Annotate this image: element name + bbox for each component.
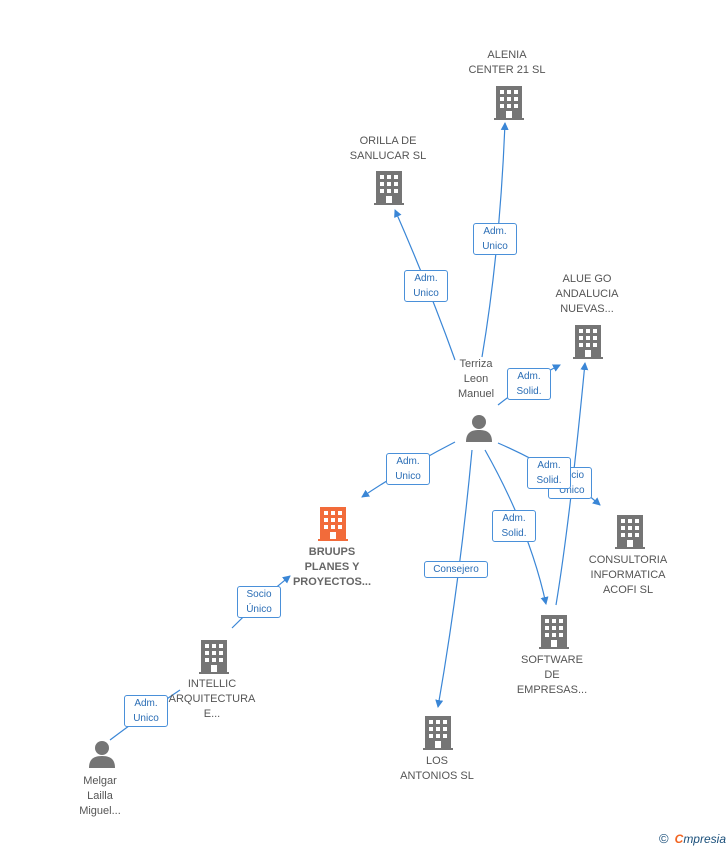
edge-label-consultoria: Adm. Solid.: [527, 457, 571, 489]
copyright-icon: ©: [659, 831, 669, 846]
node-label-bruups[interactable]: BRUUPS PLANES Y PROYECTOS...: [292, 546, 372, 588]
node-label-software[interactable]: SOFTWARE DE EMPRESAS...: [516, 654, 588, 696]
brand-initial: C: [674, 832, 684, 846]
edges: [109, 122, 601, 741]
edge-label-intellic: Socio Único: [237, 586, 281, 618]
building-icon[interactable]: [494, 86, 524, 120]
building-icon[interactable]: [615, 515, 645, 549]
edge-label-melgar: Adm. Unico: [124, 695, 168, 727]
building-icon[interactable]: [423, 716, 453, 750]
brand-logo: © Cmpresia: [659, 831, 726, 846]
edge-label-orilla: Adm. Unico: [404, 270, 448, 302]
node-label-melgar[interactable]: Melgar Lailla Miguel...: [79, 775, 121, 817]
brand-name: mpresia: [683, 832, 726, 846]
node-label-losantonios[interactable]: LOS ANTONIOS SL: [400, 755, 474, 782]
person-icon[interactable]: [89, 741, 115, 768]
edge-terriza-losantonios: [435, 449, 473, 708]
node-label-orilla[interactable]: ORILLA DE SANLUCAR SL: [349, 135, 427, 162]
node-label-terriza[interactable]: Terriza Leon Manuel: [457, 358, 495, 400]
person-icon[interactable]: [466, 415, 492, 442]
building-icon[interactable]: [539, 615, 569, 649]
node-label-aluego[interactable]: ALUE GO ANDALUCIA NUEVAS...: [555, 273, 619, 315]
edge-label-alenia: Adm. Unico: [473, 223, 517, 255]
node-label-consultoria[interactable]: CONSULTORIA INFORMATICA ACOFI SL: [588, 554, 668, 596]
building-icon[interactable]: [374, 171, 404, 205]
edge-label-losantonios: Consejero: [424, 561, 488, 578]
edge-label-aluego: Adm. Solid.: [507, 368, 551, 400]
edge-label-bruups: Adm. Unico: [386, 453, 430, 485]
edge-label-software: Adm. Solid.: [492, 510, 536, 542]
building-icon[interactable]: [199, 640, 229, 674]
building-icon[interactable]: [318, 507, 348, 541]
edge-software-aluego: [555, 362, 589, 606]
node-label-alenia[interactable]: ALENIA CENTER 21 SL: [468, 49, 546, 76]
building-icon[interactable]: [573, 325, 603, 359]
node-label-intellic[interactable]: INTELLIC ARQUITECTURA E...: [168, 678, 256, 720]
